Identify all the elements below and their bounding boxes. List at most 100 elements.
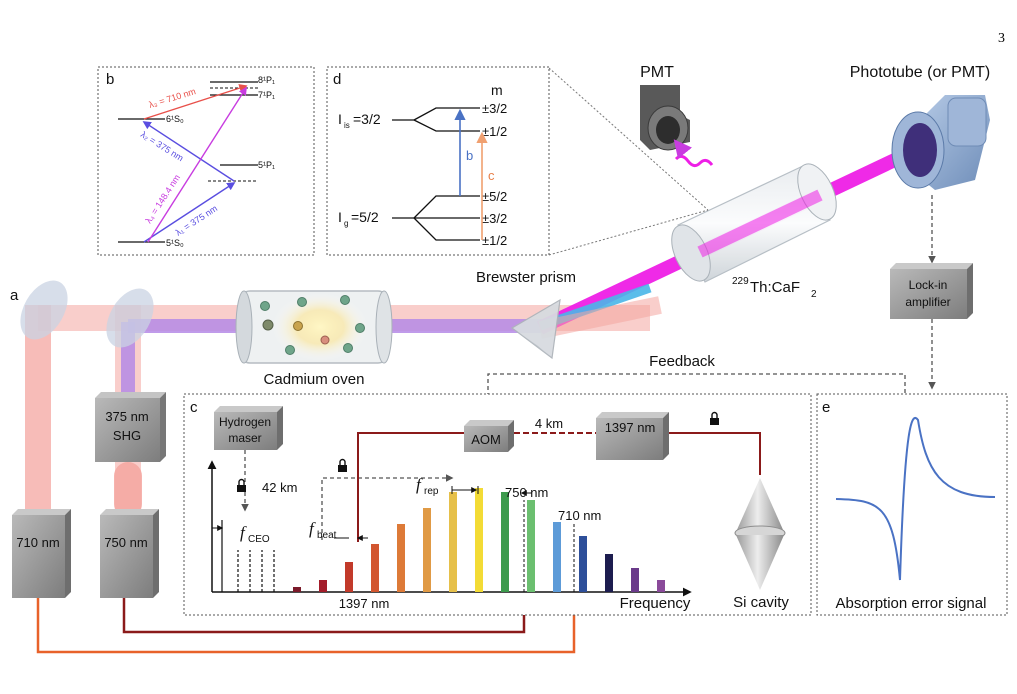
fiber-710 — [36, 595, 576, 654]
maser-label-1: Hydrogen — [219, 415, 271, 429]
is-label: I — [338, 111, 342, 127]
panel-c: c Hydrogen maser 42 km AOM — [183, 393, 812, 616]
transition-b: b — [466, 148, 473, 163]
laser-1397-box: 1397 nm — [596, 412, 669, 460]
brewster-prism: Brewster prism — [476, 269, 576, 360]
hydrogen-maser-box: Hydrogen maser — [214, 406, 283, 450]
level-6s0: 6¹S₀ — [166, 114, 184, 124]
crystal-label: Th:CaF — [750, 279, 800, 296]
maser-label-2: maser — [228, 431, 261, 445]
laser-710-box: 710 nm — [12, 509, 71, 598]
comb-tooth — [449, 492, 457, 592]
mirror-1 — [20, 280, 68, 340]
aom-box: AOM — [464, 420, 514, 452]
crystal-subscript: 2 — [811, 289, 817, 300]
panel-d-letter: d — [333, 71, 341, 88]
pmt-label: PMT — [640, 64, 674, 81]
absorption-signal-curve — [835, 416, 996, 581]
beam-through-crystal — [697, 189, 823, 258]
phototube-detector: Phototube (or PMT) — [850, 64, 991, 190]
comb-tooth — [371, 544, 379, 592]
pmt-detector: PMT — [640, 64, 714, 168]
lock-icon — [338, 458, 347, 472]
aom-label: AOM — [471, 432, 501, 447]
ig-label: I — [338, 209, 342, 225]
si-cavity: Si cavity — [733, 478, 789, 611]
comb-tooth — [293, 587, 301, 592]
fbeat-sub: beat — [317, 530, 337, 541]
comb-tooth — [423, 508, 431, 592]
oven-label: Cadmium oven — [264, 371, 365, 388]
comb-750-label: 750 nm — [505, 485, 548, 500]
comb-tooth — [475, 488, 483, 592]
lockin-label-2: amplifier — [905, 295, 950, 309]
frequency-label: Frequency — [620, 595, 691, 612]
frep-sub: rep — [424, 486, 439, 497]
shg-label-1: 375 nm — [105, 409, 148, 424]
m-lower-12: ±1/2 — [482, 233, 507, 248]
comb-tooth — [345, 562, 353, 592]
fbeat-label: f — [309, 519, 316, 538]
comb-tooth — [397, 524, 405, 592]
crystal-superscript: 229 — [732, 276, 749, 287]
km42-label: 42 km — [262, 480, 297, 495]
mirror-2 — [106, 288, 154, 348]
absorption-label: Absorption error signal — [836, 595, 987, 612]
phototube-label: Phototube (or PMT) — [850, 64, 991, 81]
laser-750-box: 750 nm — [100, 509, 159, 598]
km4-label: 4 km — [535, 416, 563, 431]
fiber-to-cavity — [669, 432, 761, 475]
panel-b: b 8¹P₁ 7¹P₁ 6¹S₀ 5¹P₁ 5¹S₀ λ₃ = 710 nm λ… — [97, 66, 315, 256]
level-8p1: 8¹P₁ — [258, 75, 275, 85]
is-value: =3/2 — [353, 111, 381, 127]
panel-d: d m I is =3/2 ±3/2 ±1/2 I g =5/2 ±5/2 ±3… — [326, 66, 709, 256]
comb-tooth — [553, 522, 561, 592]
m-lower-52: ±5/2 — [482, 189, 507, 204]
transition-c: c — [488, 168, 495, 183]
lockin-label-1: Lock-in — [909, 278, 948, 292]
ig-sub: g — [344, 219, 348, 228]
m-lower-32: ±3/2 — [482, 211, 507, 226]
panel-e-letter: e — [822, 399, 830, 416]
comb-1397-label: 1397 nm — [339, 596, 390, 611]
comb-tooth — [319, 580, 327, 592]
lock-icon — [237, 478, 246, 492]
shg-label-2: SHG — [113, 428, 141, 443]
level-5s0: 5¹S₀ — [166, 238, 184, 248]
page-number: 3 — [998, 31, 1005, 46]
photon-wave — [674, 154, 714, 168]
panel-e: e Absorption error signal — [816, 393, 1008, 616]
comb-710-label: 710 nm — [558, 508, 601, 523]
lockin-amplifier: Lock-in amplifier — [890, 263, 973, 319]
panel-a-letter: a — [10, 287, 19, 304]
laser-750-label: 750 nm — [104, 535, 147, 550]
panel-b-letter: b — [106, 71, 114, 88]
m-upper-12: ±1/2 — [482, 124, 507, 139]
si-cavity-label: Si cavity — [733, 594, 789, 611]
comb-tooth — [501, 492, 509, 592]
cadmium-oven: Cadmium oven — [235, 290, 393, 388]
laser-710-label: 710 nm — [16, 535, 59, 550]
panel-c-letter: c — [190, 399, 198, 416]
frep-label: f — [416, 475, 423, 494]
m-upper-32: ±3/2 — [482, 101, 507, 116]
level-5p1: 5¹P₁ — [258, 160, 275, 170]
fceo-label: f — [240, 523, 247, 542]
ig-value: =5/2 — [351, 209, 379, 225]
fceo-sub: CEO — [248, 534, 270, 545]
comb-tooth — [527, 500, 535, 592]
comb-tooth — [657, 580, 665, 592]
m-label: m — [491, 82, 503, 98]
comb-tooth — [631, 568, 639, 592]
shg-box: 375 nm SHG — [95, 392, 166, 518]
level-7p1: 7¹P₁ — [258, 90, 275, 100]
comb-tooth — [605, 554, 613, 592]
laser-1397-label: 1397 nm — [605, 420, 656, 435]
feedback-label: Feedback — [649, 353, 715, 370]
brewster-label: Brewster prism — [476, 269, 576, 286]
comb-teeth — [293, 488, 665, 592]
comb-tooth — [579, 536, 587, 592]
fiber-comb-aom — [357, 432, 464, 542]
